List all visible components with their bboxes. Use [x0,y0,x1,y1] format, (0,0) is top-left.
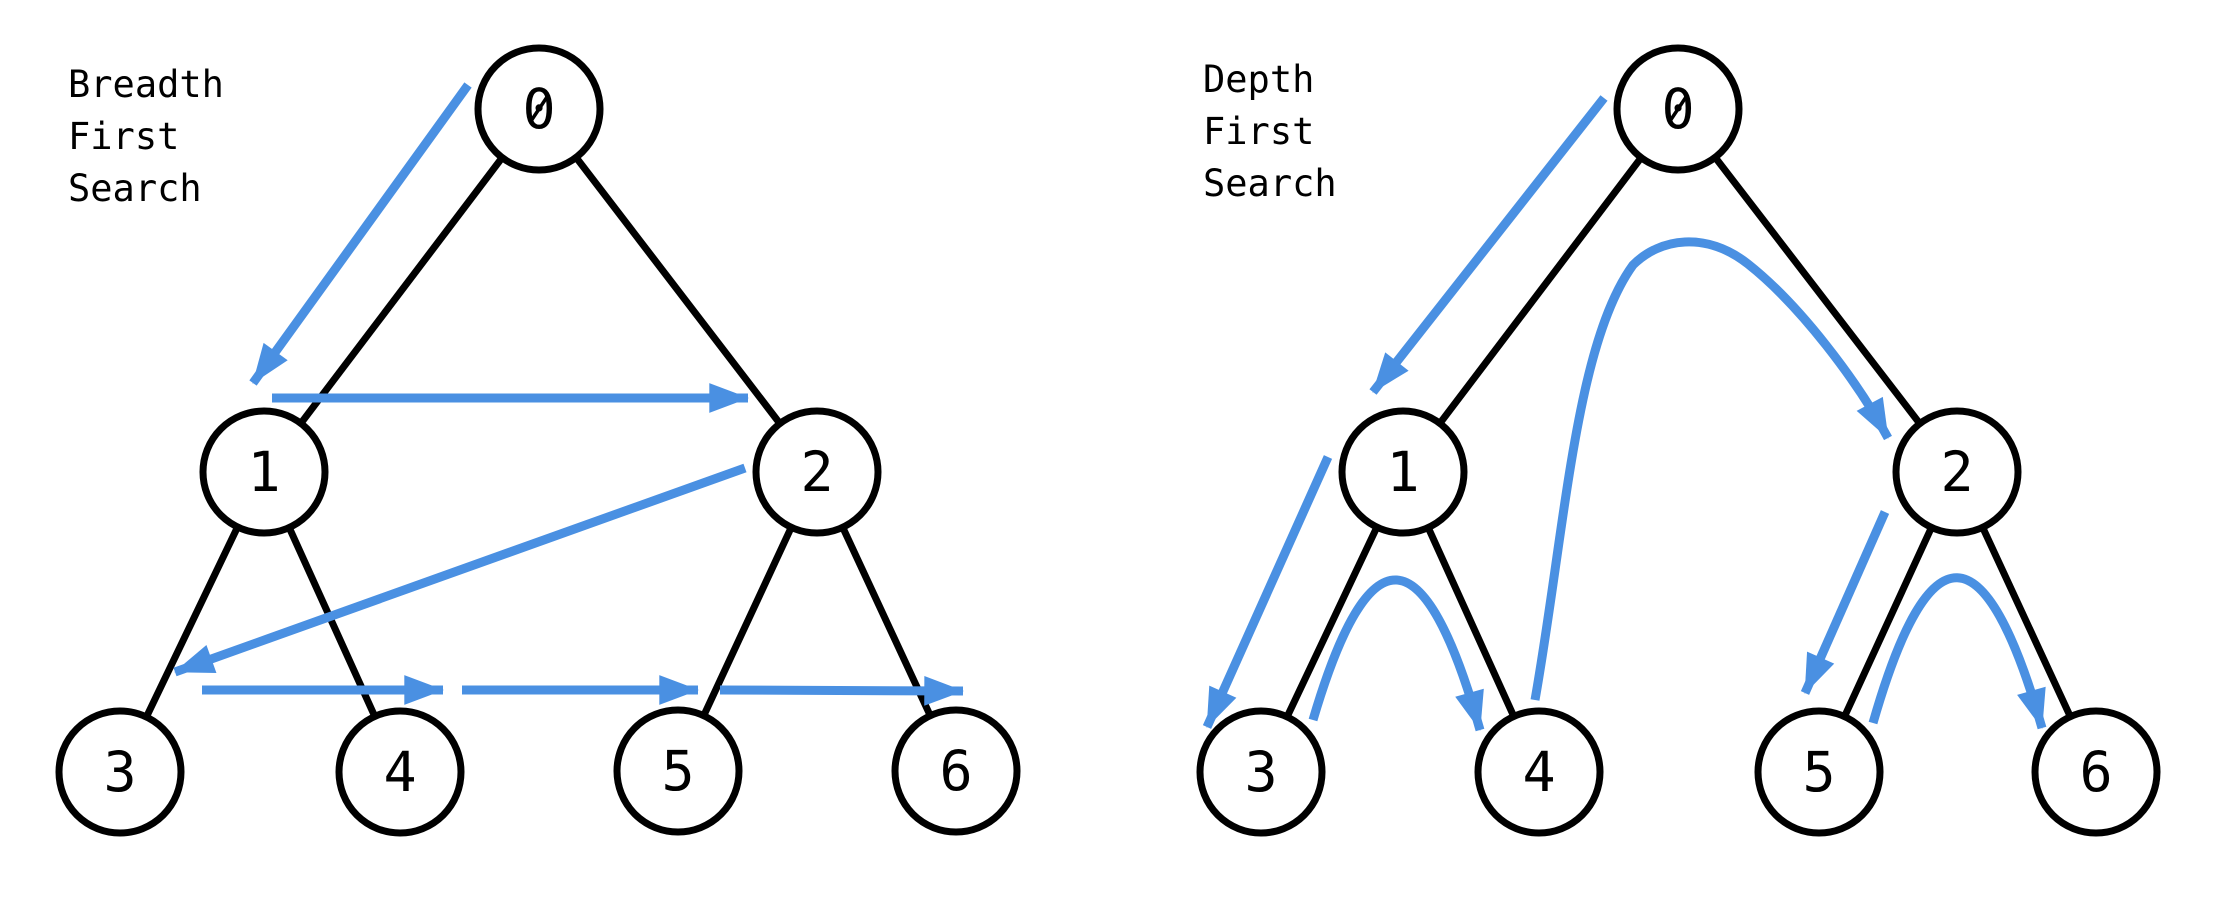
bfs-node-value-3: 3 [103,740,136,804]
dfs-node-circle-3 [1196,707,1326,837]
dfs-node-value-5: 5 [1802,740,1835,804]
dfs-node-value-3: 3 [1244,740,1277,804]
dfs-node-6: 6 [2031,707,2161,837]
bfs-node-value-6: 6 [939,739,972,803]
dfs-caption-line-3: Search [1203,162,1337,205]
bfs-edge-0-1 [261,106,542,475]
dfs-node-circle-4 [1474,707,1604,837]
dfs-node-value-4: 4 [1522,740,1555,804]
dfs-arrow-1-to-3 [1202,455,1333,729]
dfs-node-value-1: 1 [1386,440,1419,504]
bfs-zero-slash [529,95,549,123]
dfs-edge-0-2 [1675,106,1960,475]
dfs-node-1: 1 [1338,407,1468,537]
bfs-node-3: 3 [55,707,185,837]
dfs-arrow-0-to-1 [1369,95,1608,395]
bfs-node-6: 6 [891,706,1021,836]
dfs-arrow-5-to-6 [1868,573,2047,730]
bfs-node-circle-3 [55,707,185,837]
bfs-node-1: 1 [199,407,329,537]
bfs-node-circle-5 [613,706,743,836]
bfs-node-circle-1 [199,407,329,537]
bfs-arrow-5-to-6 [719,675,964,706]
bfs-arrow-2-to-3 [173,463,747,677]
dfs-node-circle-2 [1892,407,2022,537]
bfs-edge-0-2 [536,106,820,475]
dfs-edge-0-1 [1400,106,1681,475]
bfs-node-0: 0 [474,44,604,174]
bfs-node-circle-4 [335,707,465,837]
bfs-node-value-1: 1 [247,440,280,504]
dfs-caption-line-1: Depth [1203,58,1314,101]
bfs-node-4: 4 [335,707,465,837]
bfs-node-value-2: 2 [800,440,833,504]
dfs-arrow-3-to-4 [1308,575,1485,732]
bfs-caption-line-3: Search [68,167,202,210]
bfs-node-circle-6 [891,706,1021,836]
dfs-node-value-6: 6 [2079,740,2112,804]
dfs-arrow-2-to-5 [1800,510,1890,695]
bfs-node-value-5: 5 [661,739,694,803]
dfs-zero-slash [1668,95,1688,123]
dfs-caption-line-2: First [1203,110,1314,153]
dfs-arrow-4-to-2 [1530,237,1892,701]
bfs-caption-line-1: Breadth [68,63,224,106]
dfs-node-3: 3 [1196,707,1326,837]
bfs-node-value-4: 4 [383,740,416,804]
dfs-node-circle-5 [1754,707,1884,837]
bfs-node-circle-2 [752,407,882,537]
bfs-node-5: 5 [613,706,743,836]
dfs-node-circle-1 [1338,407,1468,537]
bfs-caption-line-2: First [68,115,179,158]
dfs-node-0: 0 [1613,44,1743,174]
dfs-node-circle-6 [2031,707,2161,837]
bfs-node-2: 2 [752,407,882,537]
dfs-node-4: 4 [1474,707,1604,837]
dfs-node-5: 5 [1754,707,1884,837]
dfs-node-2: 2 [1892,407,2022,537]
bfs-arrow-0-to-1 [249,82,472,386]
dfs-node-value-2: 2 [1940,440,1973,504]
